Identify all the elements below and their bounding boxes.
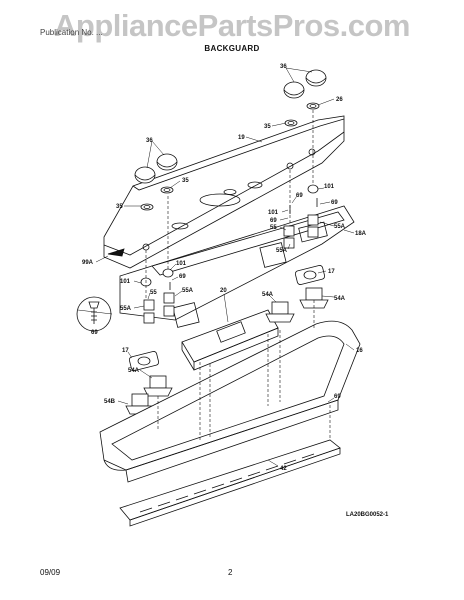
watermark: AppliancePartsPros.com: [54, 8, 410, 43]
alignment-lines: [145, 110, 331, 440]
callout-label: 35: [116, 204, 123, 210]
callout-label: 69: [270, 218, 277, 224]
arrow-99A: [107, 248, 125, 257]
callout-label: 17: [122, 348, 129, 354]
callout-label: 69: [334, 394, 341, 400]
footer-date: 09/09: [40, 568, 61, 577]
callout-label: 36: [146, 138, 153, 144]
callout-label: 18A: [355, 231, 367, 237]
callout-label: 55: [270, 225, 277, 231]
callout-label: 69: [179, 274, 186, 280]
knob-set-left: [134, 153, 178, 211]
section-title: BACKGUARD: [204, 44, 260, 53]
callout-label: 54B: [104, 399, 116, 405]
callout-labels: 36 26 35 19 36 35 35 101 69 69 101 69 55…: [82, 64, 367, 472]
control-panel-top: [103, 115, 345, 269]
callout-label: 55: [150, 290, 157, 296]
callout-label: 101: [324, 184, 335, 190]
callout-label: 69: [331, 200, 338, 206]
callout-label: 17: [328, 269, 335, 275]
callout-label: 35: [264, 124, 271, 130]
callout-label: 20: [220, 288, 227, 294]
valve-left-upper: [143, 375, 173, 397]
callout-label: 54A: [128, 368, 140, 374]
screw-detail-inset: [76, 296, 112, 332]
control-bracket: [119, 205, 355, 328]
callout-label: 101: [268, 210, 279, 216]
callout-label: 55A: [276, 248, 288, 254]
callout-label: 42: [280, 466, 287, 472]
switch-stack-left: [140, 268, 175, 324]
page-number: 2: [228, 568, 233, 577]
callout-label: 69: [91, 330, 98, 336]
knob-set-right: [283, 69, 327, 127]
callout-label: 26: [336, 97, 343, 103]
callout-label: 99A: [82, 260, 94, 266]
control-board: [181, 309, 279, 371]
diagram-code: LA20BG0052-1: [346, 512, 389, 518]
callout-label: 16: [356, 348, 363, 354]
valve-center: [265, 301, 295, 323]
vent-grille: [119, 439, 341, 527]
publication-line: Publication No. ...: [40, 28, 103, 37]
gasket-left: [128, 351, 160, 371]
callout-label: 101: [120, 279, 131, 285]
gasket-right: [294, 265, 326, 285]
callout-label: 54A: [262, 292, 274, 298]
leader-lines: [77, 67, 355, 467]
backguard-housing: [99, 320, 361, 483]
callout-label: 19: [238, 135, 245, 141]
callout-label: 69: [296, 193, 303, 199]
callout-label: 55A: [182, 288, 194, 294]
callout-label: 36: [280, 64, 287, 70]
callout-label: 54A: [334, 296, 346, 302]
callout-label: 55A: [334, 224, 346, 230]
callout-label: 35: [182, 178, 189, 184]
switch-stack-right: [283, 184, 319, 249]
valve-right-upper: [299, 287, 329, 309]
callout-label: 101: [176, 261, 187, 267]
callout-label: 55A: [120, 306, 132, 312]
